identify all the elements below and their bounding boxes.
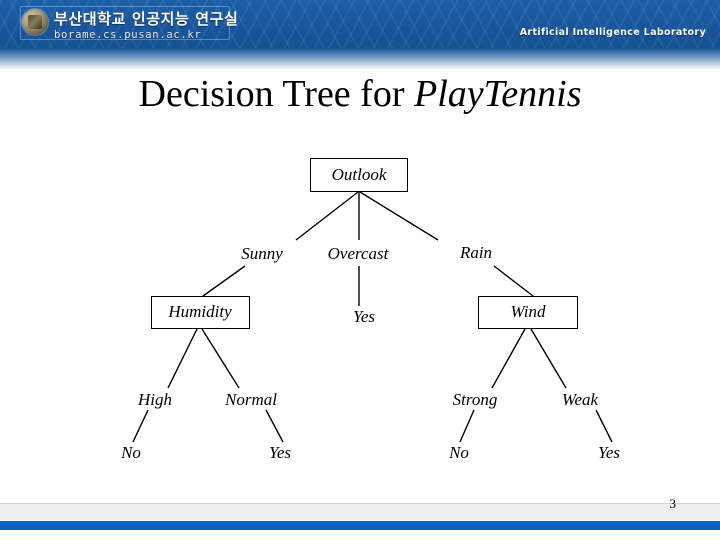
tree-edge-wind-to-strong-upper xyxy=(491,328,526,389)
tree-edge-label-outlook-humidity: Sunny xyxy=(241,244,283,263)
tree-edge-outlook-to-sunny-upper xyxy=(295,191,359,241)
tree-edge-strong-to-no xyxy=(459,409,475,443)
tree-edge-humidity-to-high-upper xyxy=(167,328,198,389)
lab-name-english: Artificial Intelligence Laboratory xyxy=(519,27,706,38)
logo-frame xyxy=(20,6,230,40)
tree-node-outlook[interactable]: Outlook xyxy=(310,158,408,192)
tree-edge-sunny-to-humidity xyxy=(202,265,246,297)
tree-leaf-no-strong: No xyxy=(449,443,469,462)
tree-edge-label-wind-no-strong: Strong xyxy=(452,390,498,409)
page-title: Decision Tree for PlayTennis xyxy=(0,72,720,116)
header-banner: 부산대학교 인공지능 연구실 borame.cs.pusan.ac.kr Art… xyxy=(0,0,720,48)
tree-node-humidity[interactable]: Humidity xyxy=(150,295,250,329)
lab-name-korean: 부산대학교 인공지능 연구실 xyxy=(54,10,239,28)
header-gradient-fade xyxy=(0,48,720,70)
tree-edge-label-outlook-yes-overcast: Overcast xyxy=(327,244,389,263)
tree-edge-label-outlook-wind: Rain xyxy=(459,243,493,262)
tree-edge-normal-to-yes xyxy=(265,409,284,443)
tree-edge-label-wind-yes-weak: Weak xyxy=(561,390,599,409)
university-seal-icon xyxy=(22,9,48,35)
tree-edge-wind-to-weak-upper xyxy=(530,328,567,389)
tree-leaf-yes-normal: Yes xyxy=(268,443,292,462)
tree-leaf-no-high: No xyxy=(121,443,141,462)
tree-edge-rain-to-wind xyxy=(493,265,534,297)
tree-leaf-yes-overcast: Yes xyxy=(352,307,376,326)
tree-edge-label-humidity-no-high: High xyxy=(138,390,172,409)
tree-edge-outlook-to-rain-upper xyxy=(359,191,439,241)
page-number: 3 xyxy=(669,496,677,511)
tree-edge-weak-to-yes xyxy=(595,409,613,443)
tree-node-wind[interactable]: Wind xyxy=(478,295,578,329)
page-title-italic: PlayTennis xyxy=(413,73,582,115)
tree-edge-high-to-no xyxy=(132,409,149,443)
footer-band xyxy=(0,504,720,520)
lab-url[interactable]: borame.cs.pusan.ac.kr xyxy=(54,29,202,41)
footer-accent-bar xyxy=(0,521,720,530)
tree-edge-label-humidity-yes-normal: Normal xyxy=(225,390,277,409)
footer-divider xyxy=(0,503,720,504)
page-title-main: Decision Tree for xyxy=(138,73,414,115)
tree-edge-humidity-to-normal-upper xyxy=(201,328,240,389)
tree-leaf-yes-weak: Yes xyxy=(597,443,621,462)
